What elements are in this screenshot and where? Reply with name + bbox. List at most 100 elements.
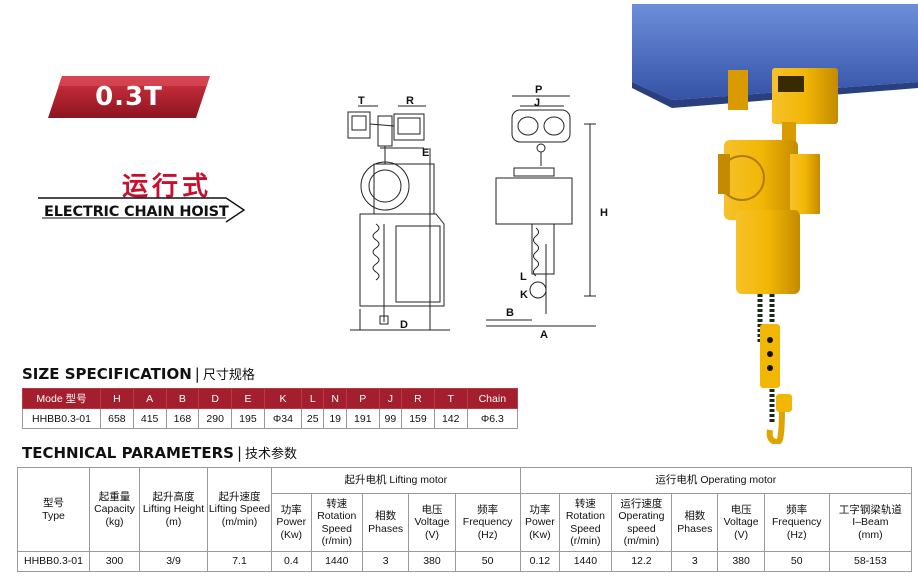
header-text: 转速 <box>574 498 596 511</box>
table-cell: 159 <box>401 408 435 429</box>
header-cell: P <box>345 388 380 409</box>
header-cell: N <box>323 388 347 409</box>
table-row: HHBB0.3-01 658 415 168 290 195 Φ34 25 19… <box>22 408 519 429</box>
header-text: (m/min) <box>221 515 258 528</box>
header-cell: L <box>301 388 325 409</box>
header-text: 频率 <box>477 504 499 517</box>
label-B: B <box>506 307 514 319</box>
header-text: 功率 <box>280 504 302 517</box>
header-text: (m/min) <box>623 534 660 547</box>
heading-separator: | <box>194 365 200 383</box>
header-text: Lifting Height <box>142 503 205 516</box>
title-chinese: 运行式 <box>122 172 213 202</box>
header-cell: T <box>433 388 468 409</box>
header-text: Frequency <box>462 516 513 529</box>
header-text: 起升高度 <box>152 491 195 504</box>
table-cell: 168 <box>165 408 200 429</box>
header-text: Voltage <box>414 516 450 529</box>
header-text: (m) <box>165 515 182 528</box>
label-L: L <box>520 271 527 283</box>
table-cell: 290 <box>198 408 233 429</box>
hoist-photo <box>632 4 918 444</box>
table-header-row: Mode 型号 H A B D E K L N P J R T Chain <box>22 388 519 409</box>
label-D: D <box>400 319 408 331</box>
header-text: Voltage <box>723 516 759 529</box>
lm-phases-cell: 3 <box>362 551 410 572</box>
table-cell: HHBB0.3-01 <box>22 408 101 429</box>
capacity-header: 起重量 Capacity (kg) <box>89 467 140 552</box>
type-header: 型号 Type <box>17 467 90 552</box>
capacity-cell: 300 <box>89 551 140 572</box>
om-voltage-cell: 380 <box>717 551 765 572</box>
table-cell: Φ34 <box>263 408 303 429</box>
header-text: 起升速度 <box>218 491 261 504</box>
header-cell: H <box>100 388 134 409</box>
header-text: 功率 <box>529 504 551 517</box>
header-text: (V) <box>424 528 439 541</box>
lm-power-cell: 0.4 <box>271 551 312 572</box>
header-text: Rotation <box>317 510 357 523</box>
header-text: speed <box>627 522 656 535</box>
header-text: 电压 <box>421 504 443 517</box>
table-cell: Φ6.3 <box>466 408 519 429</box>
lm-rotation-cell: 1440 <box>310 551 364 572</box>
table-cell: 19 <box>323 408 347 429</box>
header-text: 频率 <box>786 504 808 517</box>
table-row: HHBB0.3-01 300 3/9 7.1 0.4 1440 3 380 50… <box>17 551 913 572</box>
capacity-badge: 0.3T <box>48 76 210 118</box>
header-text: Power <box>276 516 307 529</box>
header-text: I–Beam <box>852 516 889 529</box>
tech-params-heading: TECHNICAL PARAMETERS|技术参数 <box>22 443 297 462</box>
header-text: (r/min) <box>570 534 601 547</box>
table-cell: 415 <box>132 408 167 429</box>
header-text: Lifting Speed <box>208 503 271 516</box>
tech-params-table: 型号 Type 起重量 Capacity (kg) 起升高度 Lifting H… <box>17 467 913 572</box>
type-cell: HHBB0.3-01 <box>17 551 90 572</box>
header-text: 工字钢梁轨道 <box>838 504 902 517</box>
badge-label: 0.3T <box>95 82 163 112</box>
label-T: T <box>358 95 365 107</box>
table-cell: 191 <box>345 408 380 429</box>
header-text: 起重量 <box>98 491 131 504</box>
lm-frequency-cell: 50 <box>454 551 521 572</box>
om-phases-cell: 3 <box>671 551 719 572</box>
tech-params-heading-cn: 技术参数 <box>245 447 298 462</box>
header-text: (Hz) <box>477 528 498 541</box>
lifting-motor-header: 起升电机 Lifting motor <box>271 467 521 494</box>
front-view-drawing: P J H L K B A <box>486 84 616 345</box>
header-cell: K <box>263 388 303 409</box>
lift-speed-header: 起升速度 Lifting Speed (m/min) <box>207 467 272 552</box>
label-K: K <box>520 289 528 301</box>
header-cell: A <box>132 388 167 409</box>
header-text: (Kw) <box>529 528 551 541</box>
header-text: (Kw) <box>280 528 303 541</box>
beam-cell: 58-153 <box>828 551 913 572</box>
om-frequency-cell: 50 <box>763 551 830 572</box>
header-cell: Mode 型号 <box>22 388 101 409</box>
label-A: A <box>540 329 548 340</box>
header-text: 转速 <box>326 498 348 511</box>
header-text: Phases <box>677 522 713 535</box>
label-H: H <box>600 207 608 219</box>
header-cell: B <box>165 388 200 409</box>
header-text: Phases <box>368 522 404 535</box>
lm-voltage-cell: 380 <box>408 551 456 572</box>
header-text: Operating <box>618 510 665 523</box>
size-spec-table: Mode 型号 H A B D E K L N P J R T Chain HH… <box>22 388 519 429</box>
header-text: (kg) <box>105 515 124 528</box>
title-english: ELECTRIC CHAIN HOIST <box>44 204 229 220</box>
header-text: 相数 <box>684 510 706 523</box>
tech-params-heading-en: TECHNICAL PARAMETERS <box>22 444 234 462</box>
header-text: (V) <box>734 528 749 541</box>
